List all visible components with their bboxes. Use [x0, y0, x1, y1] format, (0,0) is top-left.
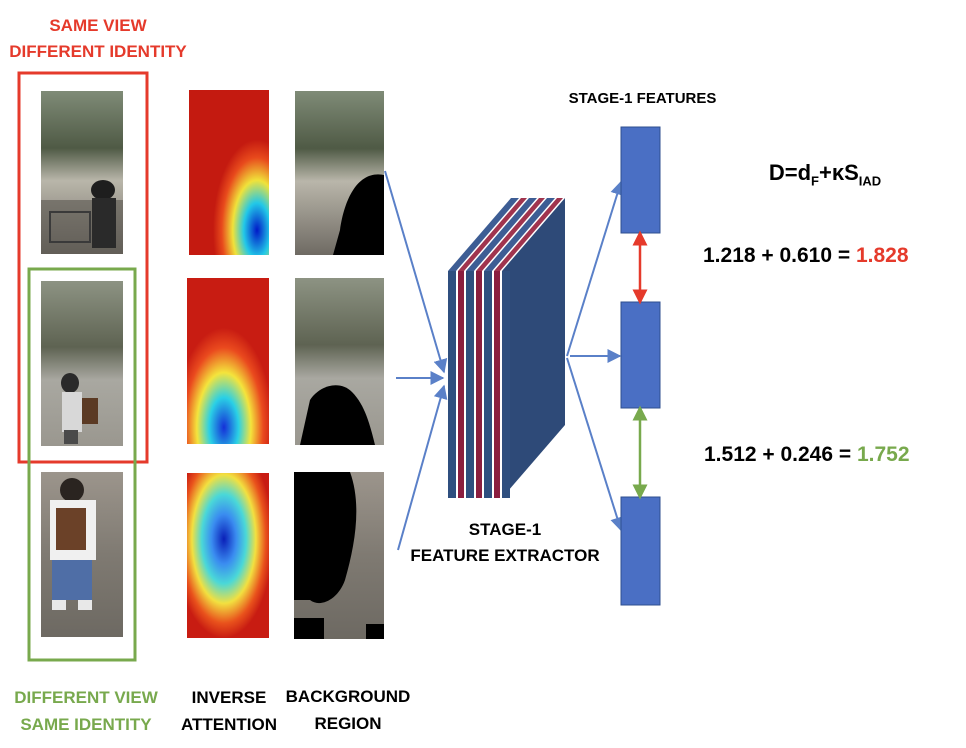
distance-green-result: 1.752 [856, 443, 910, 466]
formula-sub-f: F [811, 173, 819, 189]
background-region-label: BACKGROUND REGION [278, 683, 418, 737]
feature-box-2 [620, 301, 661, 409]
background-region-2 [295, 278, 384, 445]
same-view-label: SAME VIEW DIFFERENT IDENTITY [0, 13, 196, 65]
formula-sub-iad: IAD [858, 173, 882, 189]
distance-green-lhs: 1.512 + 0.246 = [704, 443, 857, 466]
feature-box-3 [620, 496, 661, 606]
distance-red: 1.218 + 0.610 = 1.828 [703, 242, 953, 270]
feature-extractor-block [448, 198, 565, 498]
person-image-1 [41, 91, 123, 254]
different-view-line1: DIFFERENT VIEW [14, 688, 158, 707]
distance-formula: D=dF+κSIAD [745, 158, 905, 196]
background-region-line1: BACKGROUND [285, 687, 411, 706]
formula-prefix: D=d [768, 160, 812, 185]
same-view-line1: SAME VIEW [49, 16, 147, 35]
distance-red-result: 1.828 [855, 244, 909, 267]
output-arrow-3 [566, 357, 624, 532]
attention-map-3 [187, 473, 269, 638]
person-image-3 [41, 472, 123, 637]
inverse-attention-line1: INVERSE [191, 688, 267, 707]
inverse-attention-line2: ATTENTION [180, 715, 277, 734]
same-view-line2: DIFFERENT IDENTITY [9, 42, 187, 61]
same-view-group-box [17, 71, 149, 464]
background-region-1 [295, 91, 384, 255]
extractor-line2: FEATURE EXTRACTOR [410, 546, 600, 565]
attention-map-1 [189, 90, 269, 255]
output-arrow-1 [566, 180, 624, 357]
different-view-group-box [27, 267, 137, 662]
different-view-line2: SAME IDENTITY [20, 715, 152, 734]
formula-mid: +κS [818, 160, 859, 185]
feature-box-1 [620, 126, 661, 234]
features-title: STAGE-1 FEATURES [568, 90, 717, 107]
different-view-label: DIFFERENT VIEW SAME IDENTITY [0, 684, 172, 738]
extractor-label: STAGE-1 FEATURE EXTRACTOR [400, 517, 610, 569]
attention-map-2 [187, 278, 269, 444]
distance-red-lhs: 1.218 + 0.610 = [703, 244, 856, 267]
inverse-attention-label: INVERSE ATTENTION [172, 684, 286, 738]
distance-green: 1.512 + 0.246 = 1.752 [704, 441, 954, 469]
background-region-line2: REGION [314, 714, 382, 733]
input-arrow-3 [397, 384, 448, 551]
person-image-2 [41, 281, 123, 446]
extractor-line1: STAGE-1 [468, 520, 542, 539]
background-region-3 [294, 472, 384, 639]
input-arrow-1 [384, 170, 448, 374]
